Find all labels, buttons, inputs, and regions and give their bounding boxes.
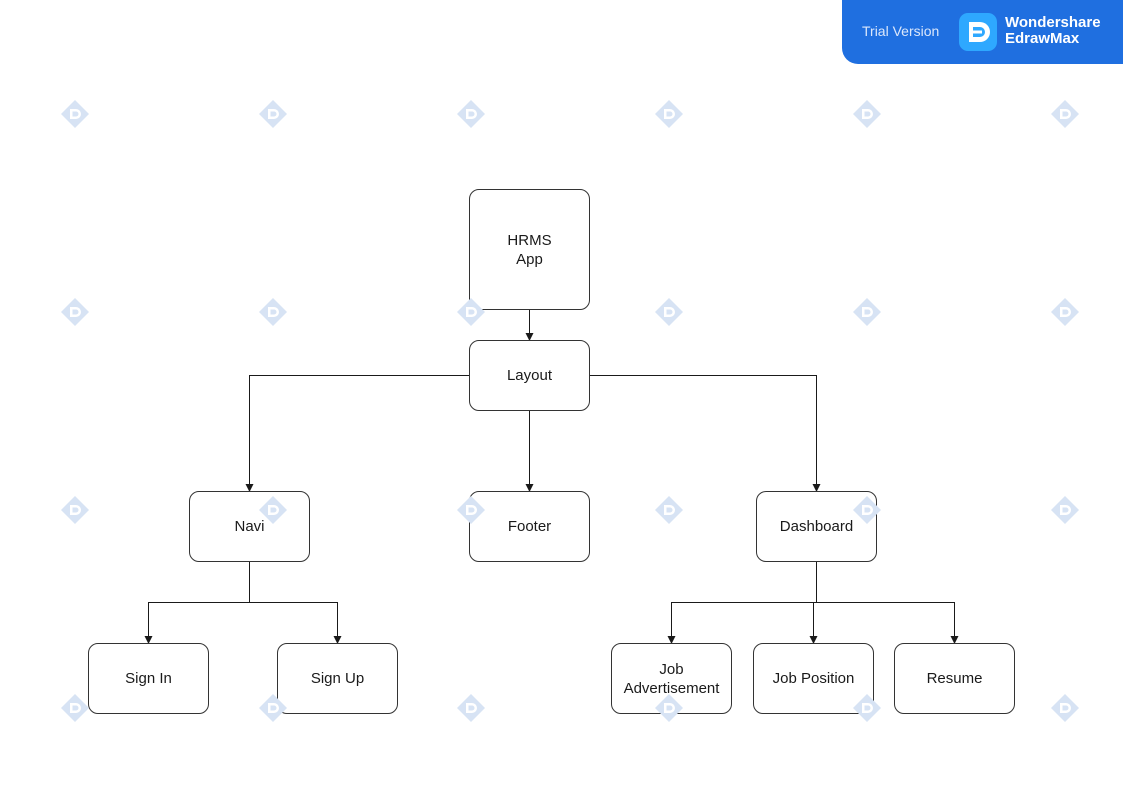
node-layout[interactable]: Layout — [469, 340, 590, 411]
edge-navi-to-sign-in — [144, 562, 250, 644]
node-job-advertisement[interactable]: Job Advertisement — [611, 643, 732, 714]
node-resume[interactable]: Resume — [894, 643, 1015, 714]
node-hrms-app[interactable]: HRMS App — [469, 189, 590, 310]
node-sign-up[interactable]: Sign Up — [277, 643, 398, 714]
edrawmax-logo-icon — [959, 13, 997, 51]
edge-dashboard-to-job-advertisement — [667, 562, 817, 644]
edge-layout-to-navi — [245, 375, 469, 492]
node-dashboard[interactable]: Dashboard — [756, 491, 877, 562]
trial-banner[interactable]: Trial Version Wondershare EdrawMax — [842, 0, 1123, 64]
node-navi[interactable]: Navi — [189, 491, 310, 562]
edge-navi-to-sign-up — [249, 562, 342, 644]
brand-name: Wondershare EdrawMax — [1005, 14, 1101, 47]
node-job-position[interactable]: Job Position — [753, 643, 874, 714]
edge-layout-to-dashboard — [590, 375, 821, 492]
node-footer[interactable]: Footer — [469, 491, 590, 562]
trial-version-label: Trial Version — [862, 23, 940, 39]
edge-dashboard-to-resume — [816, 562, 959, 644]
node-sign-in[interactable]: Sign In — [88, 643, 209, 714]
